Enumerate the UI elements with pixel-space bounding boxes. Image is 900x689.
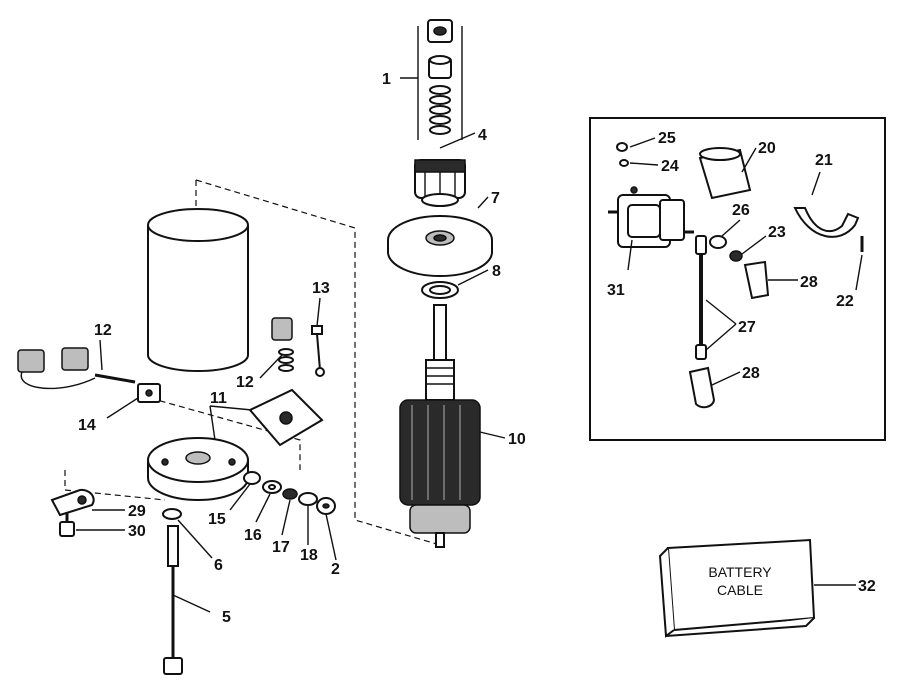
armature-part-10 (399, 304, 481, 548)
cable-part-27 (695, 235, 707, 360)
callout-28-upper: 28 (800, 274, 818, 291)
terminal-cover-part-28-lower (688, 366, 716, 409)
battery-cable-box: BATTERY CABLE (658, 538, 816, 638)
callout-27: 27 (738, 319, 756, 336)
callout-12-left: 12 (94, 322, 112, 339)
callout-13: 13 (312, 280, 330, 297)
callout-4: 4 (478, 127, 487, 144)
callout-leaders (76, 77, 863, 613)
drive-spring (429, 85, 451, 135)
callout-5: 5 (222, 609, 231, 626)
callout-12-right: 12 (236, 374, 254, 391)
callout-10: 10 (508, 431, 526, 448)
callout-8: 8 (492, 263, 501, 280)
battery-cable-label-line1: BATTERY (708, 564, 772, 580)
solenoid-inset (589, 117, 886, 441)
callout-28-lower: 28 (742, 365, 760, 382)
brush-screw-part-13 (311, 325, 325, 377)
callout-21: 21 (815, 152, 833, 169)
pinion-gear-part-4 (414, 159, 466, 207)
thrust-washer-part-8 (421, 281, 459, 299)
callout-24: 24 (661, 158, 679, 175)
field-frame-housing (147, 208, 249, 372)
callout-6: 6 (214, 557, 223, 574)
callout-23: 23 (768, 224, 786, 241)
callout-14: 14 (78, 417, 96, 434)
through-bolt-part-5 (163, 525, 183, 675)
terminal-cover-part-28-upper (743, 260, 770, 300)
washer-part-23 (729, 250, 743, 262)
nut-part-26 (709, 235, 727, 249)
callout-numbers: 1 4 7 8 10 11 12 12 13 14 15 16 17 18 2 … (78, 71, 876, 626)
battery-cable-label-line2: CABLE (717, 582, 763, 598)
clamp-part-29 (50, 488, 95, 517)
callout-26: 26 (732, 202, 750, 219)
callout-32: 32 (858, 578, 876, 595)
callout-29: 29 (128, 503, 146, 520)
terminal-hardware-15-18-2 (243, 471, 336, 515)
callout-18: 18 (300, 547, 318, 564)
callout-1: 1 (382, 71, 391, 88)
brush-plate-part-11 (248, 388, 324, 447)
drive-stack-part-1 (417, 19, 463, 140)
brush-holder-part-14 (137, 383, 161, 403)
callout-22: 22 (836, 293, 854, 310)
callout-7: 7 (491, 190, 500, 207)
callout-11: 11 (210, 390, 227, 407)
solenoid-part-31 (608, 186, 694, 248)
callout-2: 2 (331, 561, 340, 578)
callout-17: 17 (272, 539, 290, 556)
brush-spring-part-12 (271, 317, 294, 372)
nut-part-25 (616, 142, 628, 152)
callout-20: 20 (758, 140, 776, 157)
callout-25: 25 (658, 130, 676, 147)
washer-part-6 (162, 508, 182, 520)
callout-31: 31 (607, 282, 625, 299)
lockwasher-part-24 (619, 159, 629, 167)
callout-16: 16 (244, 527, 262, 544)
brush-lead-set-part-12 (17, 347, 136, 390)
callout-30: 30 (128, 523, 146, 540)
bracket-part-21 (793, 207, 860, 238)
boot-part-20 (698, 147, 752, 200)
screw-part-30 (59, 512, 75, 537)
drive-end-cap-part-7 (387, 215, 493, 277)
callout-15: 15 (208, 511, 226, 528)
assembly-guide-lines (64, 179, 441, 546)
commutator-end-cap (147, 437, 249, 501)
